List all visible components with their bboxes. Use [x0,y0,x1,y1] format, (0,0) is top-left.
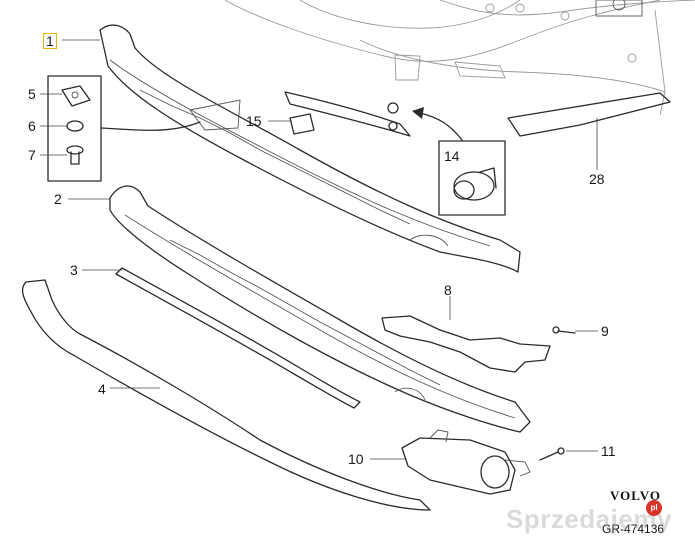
callout-8: 8 [444,282,452,298]
callout-15: 15 [246,113,262,129]
leader-fasteners-to-bumper [100,121,201,131]
inset-box-parking-sensor [438,140,506,216]
pin-icon [387,102,399,114]
screw-icon-11 [539,447,565,461]
callout-14: 14 [444,148,460,164]
part-10-lamp [401,429,531,495]
part-8-bracket [381,315,551,373]
callout-7: 7 [28,147,36,163]
part-15-cap [289,113,315,135]
diagram-reference: GR-474136 [602,522,665,536]
part-4-lower-strip [21,279,431,511]
callout-5: 5 [28,86,36,102]
callout-6: 6 [28,118,36,134]
screw-icon-7 [66,145,84,165]
parking-sensor-icon [453,167,497,201]
callout-10: 10 [348,451,364,467]
clip-icon-small [388,121,398,131]
watermark-text: Sprzedajemy [506,504,672,534]
callout-1: 1 [43,33,57,49]
part-28-lower-trim [507,92,671,137]
callout-28: 28 [589,171,605,187]
arrow-head [412,107,424,119]
callout-3: 3 [70,262,78,278]
callout-9: 9 [601,323,609,339]
callout-4: 4 [98,381,106,397]
arrow-sensor-to-bumper [419,112,463,141]
callout-11: 11 [601,443,616,459]
inset-box-top-right [595,0,643,17]
part-2-diffuser [109,185,531,433]
sensor-icon-top [612,0,626,11]
screw-icon-9 [552,326,576,334]
car-body-outline [224,0,695,116]
watermark-badge: pl [646,500,662,516]
clip-icon-5 [61,85,91,107]
part-1-bumper-cover [99,24,521,273]
washer-icon-6 [66,120,84,132]
part-3-trim-strip [115,267,361,409]
brand-logo: VOLVO [610,488,661,503]
callout-2: 2 [54,191,62,207]
part-15-reflector-strip [284,91,411,137]
